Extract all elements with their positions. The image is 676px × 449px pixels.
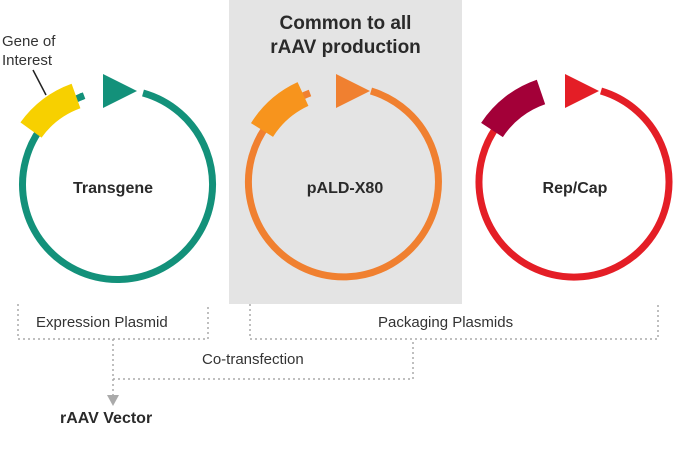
repcap-arrowhead — [565, 74, 599, 108]
paldx80-ring — [244, 87, 442, 281]
gene-of-interest-label: Gene of Interest — [2, 32, 55, 70]
repcap-plasmid — [475, 74, 673, 281]
paldx80-insert — [250, 82, 309, 138]
transgene-plasmid — [19, 74, 216, 284]
cotransfection-label: Co-transfection — [196, 351, 310, 368]
cotransfection-bracket — [112, 339, 414, 380]
packaging-plasmids-label: Packaging Plasmids — [372, 314, 520, 331]
shared-panel-title-line1: Common to all — [279, 13, 412, 34]
shared-panel-title: Common to all rAAV production — [229, 12, 462, 60]
shared-panel-background — [229, 0, 462, 304]
transgene-arrowhead — [103, 74, 137, 108]
paldx80-plasmid — [244, 74, 442, 281]
gene-callout-line2: Interest — [2, 52, 53, 69]
paldx80-label: pALD-X80 — [306, 180, 384, 197]
transgene-insert — [20, 83, 81, 138]
repcap-label: Rep/Cap — [542, 180, 608, 197]
transgene-label: Transgene — [72, 180, 154, 197]
paldx80-arrowhead — [336, 74, 370, 108]
gene-callout-leader — [32, 69, 47, 96]
vector-arrowhead — [107, 395, 119, 406]
packaging-bracket — [249, 304, 659, 340]
shared-panel-title-line2: rAAV production — [270, 37, 421, 58]
gene-callout-line1: Gene of — [2, 33, 56, 50]
transgene-ring — [19, 89, 216, 284]
raav-vector-label: rAAV Vector — [60, 410, 153, 427]
transgene-ring-tail — [79, 92, 84, 101]
repcap-insert — [481, 79, 546, 138]
expression-plasmid-label: Expression Plasmid — [30, 314, 174, 331]
repcap-ring — [475, 87, 673, 281]
